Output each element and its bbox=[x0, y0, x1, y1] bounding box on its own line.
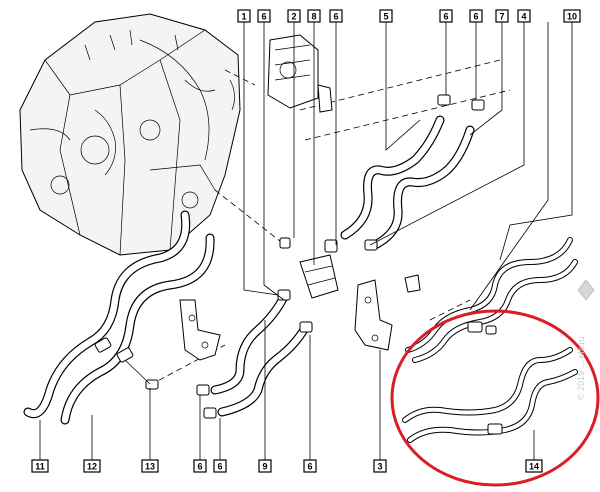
svg-text:7: 7 bbox=[499, 12, 504, 22]
watermark-text: © 2019 ... els.ru bbox=[576, 336, 586, 400]
callout-2: 2 bbox=[287, 9, 301, 23]
svg-text:12: 12 bbox=[87, 462, 97, 472]
svg-text:4: 4 bbox=[521, 12, 526, 22]
callout-13: 13 bbox=[141, 459, 159, 473]
svg-text:5: 5 bbox=[383, 12, 388, 22]
svg-text:6: 6 bbox=[217, 462, 222, 472]
hose-11 bbox=[23, 210, 191, 419]
pipe-assembly-14 bbox=[402, 347, 578, 443]
svg-text:2: 2 bbox=[291, 12, 296, 22]
callout-8: 8 bbox=[307, 9, 321, 23]
callout-12: 12 bbox=[83, 459, 101, 473]
svg-text:13: 13 bbox=[145, 462, 155, 472]
hose-5 bbox=[340, 115, 445, 240]
callout-14: 14 bbox=[525, 459, 543, 473]
callout-6b: 6 bbox=[329, 9, 343, 23]
svg-text:9: 9 bbox=[262, 462, 267, 472]
svg-text:6: 6 bbox=[261, 12, 266, 22]
callout-1: 1 bbox=[237, 9, 251, 23]
highlight-ring bbox=[390, 309, 600, 487]
callout-6e: 6 bbox=[193, 459, 207, 473]
callout-7: 7 bbox=[495, 9, 509, 23]
callout-4: 4 bbox=[517, 9, 531, 23]
bracket-left bbox=[179, 299, 221, 361]
valve-block bbox=[267, 34, 333, 113]
svg-text:11: 11 bbox=[35, 462, 45, 472]
callout-6f: 6 bbox=[213, 459, 227, 473]
svg-text:6: 6 bbox=[443, 12, 448, 22]
callout-3: 3 bbox=[373, 459, 387, 473]
svg-text:14: 14 bbox=[529, 462, 539, 472]
pipe-assembly-4 bbox=[405, 237, 578, 363]
svg-text:6: 6 bbox=[307, 462, 312, 472]
callout-9: 9 bbox=[258, 459, 272, 473]
callout-6a: 6 bbox=[257, 9, 271, 23]
svg-text:6: 6 bbox=[197, 462, 202, 472]
callout-11: 11 bbox=[31, 459, 49, 473]
svg-text:6: 6 bbox=[333, 12, 338, 22]
callout-6d: 6 bbox=[469, 9, 483, 23]
gearbox-housing bbox=[19, 13, 241, 256]
hose-7 bbox=[364, 94, 485, 251]
callout-6c: 6 bbox=[439, 9, 453, 23]
svg-text:8: 8 bbox=[311, 12, 316, 22]
leader-lines bbox=[39, 22, 573, 460]
svg-text:6: 6 bbox=[473, 12, 478, 22]
callout-10: 10 bbox=[563, 9, 581, 23]
svg-text:3: 3 bbox=[377, 462, 382, 472]
bracket-3 bbox=[354, 274, 421, 351]
hose-12 bbox=[60, 233, 215, 425]
svg-text:10: 10 bbox=[567, 12, 577, 22]
connector-13 bbox=[94, 337, 159, 390]
svg-text:1: 1 bbox=[241, 12, 246, 22]
callout-5: 5 bbox=[379, 9, 393, 23]
junction-8 bbox=[279, 237, 339, 299]
callout-6g: 6 bbox=[303, 459, 317, 473]
renault-logo bbox=[577, 279, 595, 301]
